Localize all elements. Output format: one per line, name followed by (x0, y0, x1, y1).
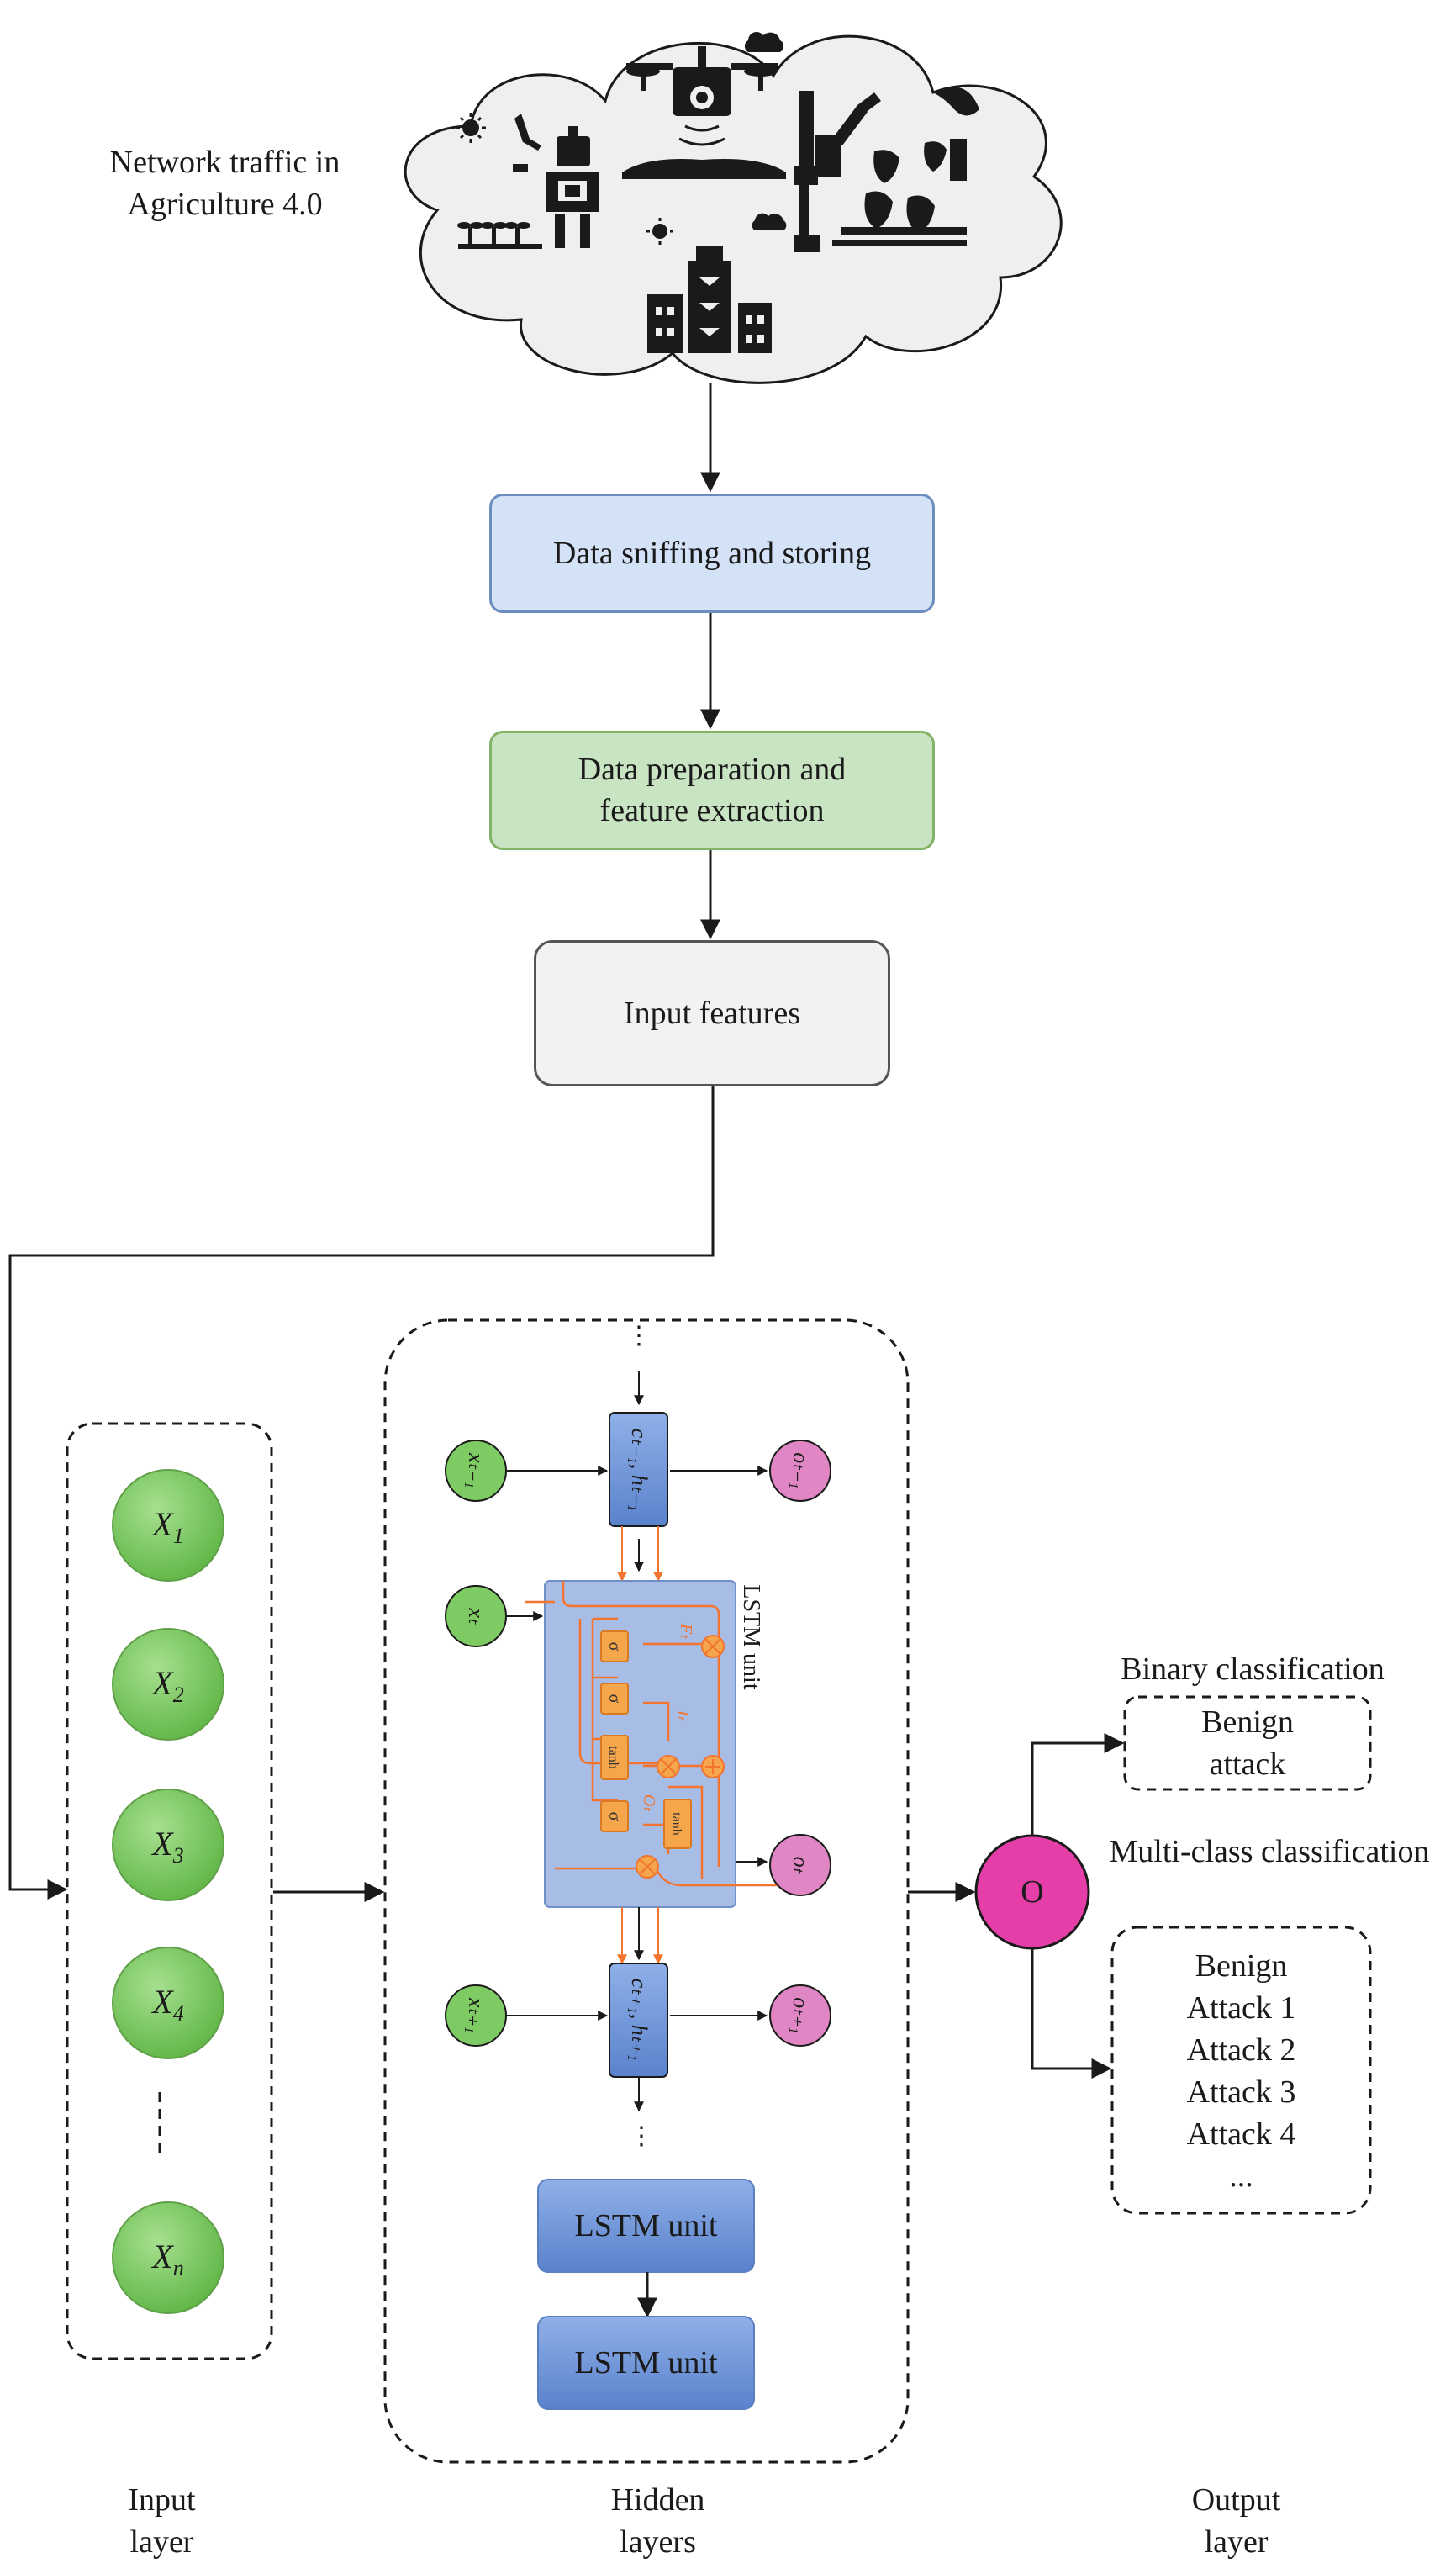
hidden-layers-frame (383, 1318, 910, 2464)
pipeline-arrows (8, 383, 720, 1900)
seedlings-icon (457, 222, 542, 249)
step-data-sniffing: Data sniffing and storing (489, 494, 935, 613)
hidden-layers-caption-line1: Hidden (610, 2482, 705, 2518)
svg-text:xₜ₋₁: xₜ₋₁ (464, 1452, 488, 1488)
lstm-unit-block-2 (537, 2316, 755, 2410)
vertical-farm-icon (647, 246, 772, 353)
svg-text:⋮: ⋮ (629, 2122, 654, 2150)
binary-box (1123, 1695, 1372, 1791)
input-node-label-x2: X2 (152, 1664, 184, 1707)
input-node-x1 (112, 1469, 224, 1582)
output-node-ot (769, 1834, 831, 1896)
input-layer-caption: Input layer (84, 2479, 240, 2563)
input-node-label-x1: X1 (152, 1505, 184, 1548)
input-nodes (112, 1469, 224, 2314)
cloud-small-icon (744, 31, 787, 230)
multiclass-box (1110, 1926, 1372, 2215)
output-layer-caption: Output layer (1158, 2479, 1314, 2563)
source-label-line2: Agriculture 4.0 (127, 187, 323, 222)
input-node-label-x4: X4 (152, 1983, 184, 2026)
output-layer-caption-line2: layer (1204, 2524, 1269, 2560)
svg-text:σ: σ (605, 1642, 624, 1651)
source-label-line1: Network traffic in (109, 145, 340, 180)
svg-text:oₜ₋₁: oₜ₋₁ (789, 1452, 813, 1488)
step-data-preparation: Data preparation and feature extraction (489, 731, 935, 850)
multiclass-item-attack-2: Attack 2 (1186, 2032, 1296, 2068)
output-layer-caption-line1: Output (1191, 2482, 1281, 2518)
strawberry-plants-icon (832, 87, 979, 246)
drone-icon (622, 46, 786, 179)
svg-text:oₜ: oₜ (789, 1857, 813, 1875)
svg-text:oₜ₊₁: oₜ₊₁ (789, 1997, 813, 2033)
robotic-arm-icon (794, 91, 881, 252)
multiclass-item-attack-1: Attack 1 (1186, 1990, 1296, 2026)
lstm-unit-block-2-label: LSTM unit (538, 2317, 754, 2409)
binary-item-attack: attack (1209, 1747, 1286, 1782)
multiclass-item-attack-3: Attack 3 (1186, 2074, 1296, 2110)
svg-text:cₜ₋₁, hₜ₋₁: cₜ₋₁, hₜ₋₁ (627, 1429, 652, 1511)
step-data-preparation-line2: feature extraction (599, 793, 825, 828)
svg-text:tanh: tanh (669, 1812, 683, 1836)
step-input-features-label: Input features (624, 995, 800, 1031)
binary-title: Binary classification (1121, 1651, 1385, 1687)
svg-text:σ: σ (605, 1694, 624, 1704)
output-node-label: O (1021, 1874, 1044, 1910)
step-input-features: Input features (534, 940, 890, 1086)
input-node-x2 (112, 1628, 224, 1741)
farm-robot-icon (513, 114, 599, 248)
svg-text:Fₜ: Fₜ (677, 1623, 695, 1640)
lstm-unit-block-2-text: LSTM unit (574, 2344, 718, 2381)
agriculture-cloud (404, 34, 1063, 384)
output-node-ot-plus-1 (769, 1984, 831, 2047)
lstm-unit-block-1-label: LSTM unit (538, 2180, 754, 2272)
input-node-xt (445, 1585, 507, 1647)
source-label: Network traffic in Agriculture 4.0 (80, 141, 370, 225)
svg-text:xₜ₊₁: xₜ₊₁ (464, 1997, 488, 2033)
svg-text:σ: σ (605, 1812, 624, 1821)
sun-icon (456, 113, 486, 143)
hidden-layers-caption: Hidden layers (580, 2479, 736, 2563)
input-node-label-xn: Xn (152, 2238, 184, 2280)
input-node-x3 (112, 1789, 224, 1901)
multiclass-title: Multi-class classification (1109, 1834, 1430, 1869)
multiclass-item-ellipsis: ... (1229, 2159, 1253, 2194)
multiclass-items: Benign Attack 1 Attack 2 Attack 3 Attack… (1112, 1945, 1370, 2197)
svg-text:tanh: tanh (606, 1746, 620, 1769)
multiclass-item-benign: Benign (1195, 1948, 1288, 1984)
lstm-unit-label: LSTM unit (738, 1584, 764, 1690)
output-node (974, 1834, 1090, 1950)
hidden-layers-caption-line2: layers (620, 2524, 696, 2560)
input-node-x4 (112, 1947, 224, 2059)
output-node-ot-minus-1 (769, 1440, 831, 1502)
input-layer-caption-line1: Input (128, 2482, 196, 2518)
input-layer-caption-line2: layer (129, 2524, 194, 2560)
binary-item-benign: Benign (1201, 1704, 1294, 1740)
svg-text:Iₜ: Iₜ (673, 1710, 692, 1722)
input-node-xn (112, 2201, 224, 2314)
svg-text:⋮: ⋮ (626, 1322, 652, 1350)
layer-arrows (273, 1733, 1125, 2079)
step-data-preparation-line1: Data preparation and (578, 752, 847, 787)
hidden-state-t-minus-1 (609, 1412, 668, 1527)
step-data-sniffing-label: Data sniffing and storing (552, 535, 872, 571)
sun-icon (646, 218, 673, 245)
lstm-chain: ⋮ xₜ₋₁ cₜ₋₁, hₜ₋₁ oₜ₋₁ (445, 1322, 831, 2410)
svg-text:Oₜ: Oₜ (640, 1794, 658, 1812)
svg-text:cₜ₊₁, hₜ₊₁: cₜ₊₁, hₜ₊₁ (627, 1979, 652, 2061)
input-node-label-x3: X3 (152, 1825, 184, 1868)
svg-text:xₜ: xₜ (464, 1607, 488, 1625)
multiclass-item-attack-4: Attack 4 (1186, 2116, 1296, 2152)
lstm-unit-block-1-text: LSTM unit (574, 2207, 718, 2243)
binary-items: Benign attack (1125, 1701, 1370, 1785)
